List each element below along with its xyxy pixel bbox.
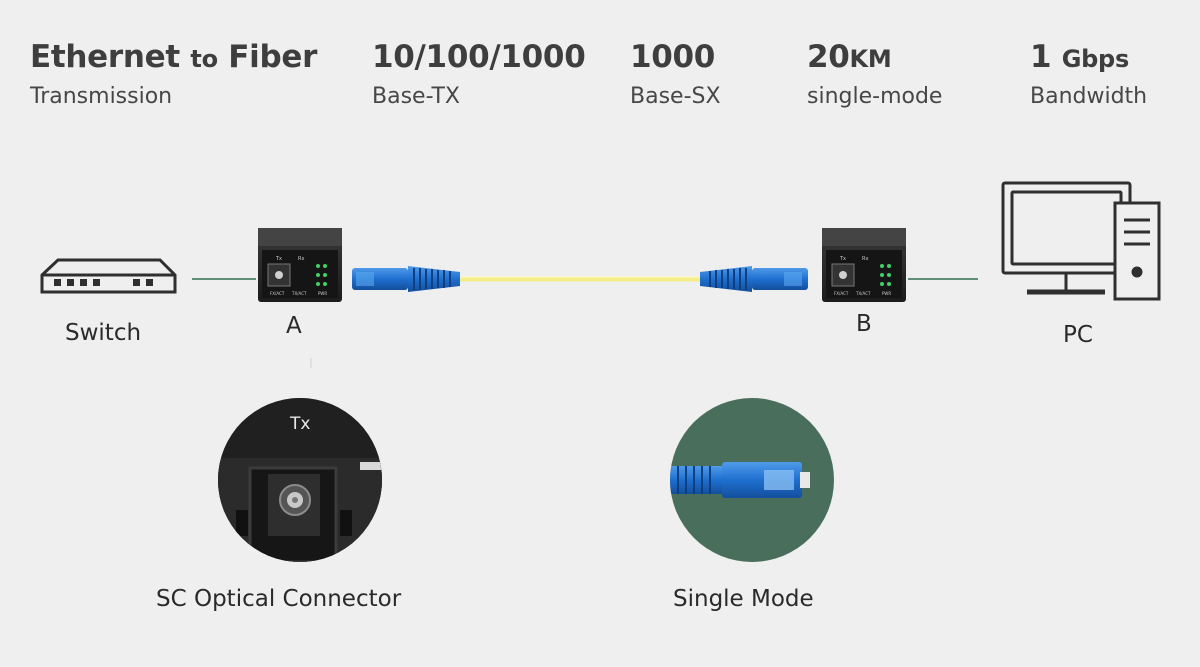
spec-base-sx: 1000 Base-SX bbox=[630, 39, 721, 109]
converter-a-led-2-text: TX/ACT bbox=[291, 291, 307, 296]
spec-main: 1 bbox=[1030, 39, 1052, 75]
spec-small: Gbps bbox=[1061, 45, 1129, 73]
converter-b-led-2-text: TX/ACT bbox=[855, 291, 871, 296]
converter-b-tx-text: Tx bbox=[839, 256, 846, 262]
converter-b-label: B bbox=[856, 311, 872, 337]
spec-main: Ethernet bbox=[30, 39, 180, 75]
converter-a-led-3-text: PWR bbox=[318, 291, 327, 296]
spec-sub: Base-SX bbox=[630, 83, 721, 109]
spec-small: KM bbox=[849, 45, 892, 73]
spec-sub: Transmission bbox=[30, 83, 173, 109]
switch-label: Switch bbox=[65, 320, 142, 346]
converter-a-rx-text: Rx bbox=[298, 256, 304, 262]
pc-icon bbox=[1001, 181, 1161, 301]
converter-a-tx-text: Tx bbox=[275, 256, 282, 262]
converter-b-rx-text: Rx bbox=[862, 256, 868, 262]
spec-distance: 20KM single-mode bbox=[807, 39, 943, 109]
sc-connector-left-icon bbox=[352, 266, 460, 292]
spec-main: 20 bbox=[807, 39, 850, 75]
spec-sub: single-mode bbox=[807, 83, 943, 109]
media-converter-a: Tx Rx FX/ACT TX/ACT PWR bbox=[258, 228, 342, 302]
spec-sub: Base-TX bbox=[372, 83, 460, 109]
converter-b-led-1-text: FX/ACT bbox=[834, 291, 849, 296]
spec-bandwidth: 1 Gbps Bandwidth bbox=[1030, 39, 1148, 109]
sc-connector-right-icon bbox=[700, 266, 808, 292]
spec-main: 10/100/1000 bbox=[372, 39, 586, 75]
spec-main: 1000 bbox=[630, 39, 716, 75]
sc-connector-label: SC Optical Connector bbox=[156, 586, 402, 612]
converter-a-led-1-text: FX/ACT bbox=[270, 291, 285, 296]
switch-icon bbox=[40, 258, 177, 294]
pc-label: PC bbox=[1063, 322, 1093, 348]
inset-tx-text: Tx bbox=[289, 414, 310, 434]
converter-b-led-3-text: PWR bbox=[882, 291, 891, 296]
single-mode-closeup bbox=[670, 398, 834, 562]
spec-ethernet-to-fiber: Ethernet to Fiber Transmission bbox=[30, 39, 318, 109]
spec-small: to bbox=[190, 45, 218, 73]
sc-connector-closeup: Tx bbox=[218, 398, 382, 562]
single-mode-label: Single Mode bbox=[673, 586, 814, 612]
converter-a-label: A bbox=[286, 313, 302, 339]
spec-sub: Bandwidth bbox=[1030, 83, 1148, 109]
spec-base-tx: 10/100/1000 Base-TX bbox=[372, 39, 586, 109]
media-converter-b: Tx Rx FX/ACT TX/ACT PWR bbox=[822, 228, 906, 302]
spec-tail: Fiber bbox=[228, 39, 318, 75]
